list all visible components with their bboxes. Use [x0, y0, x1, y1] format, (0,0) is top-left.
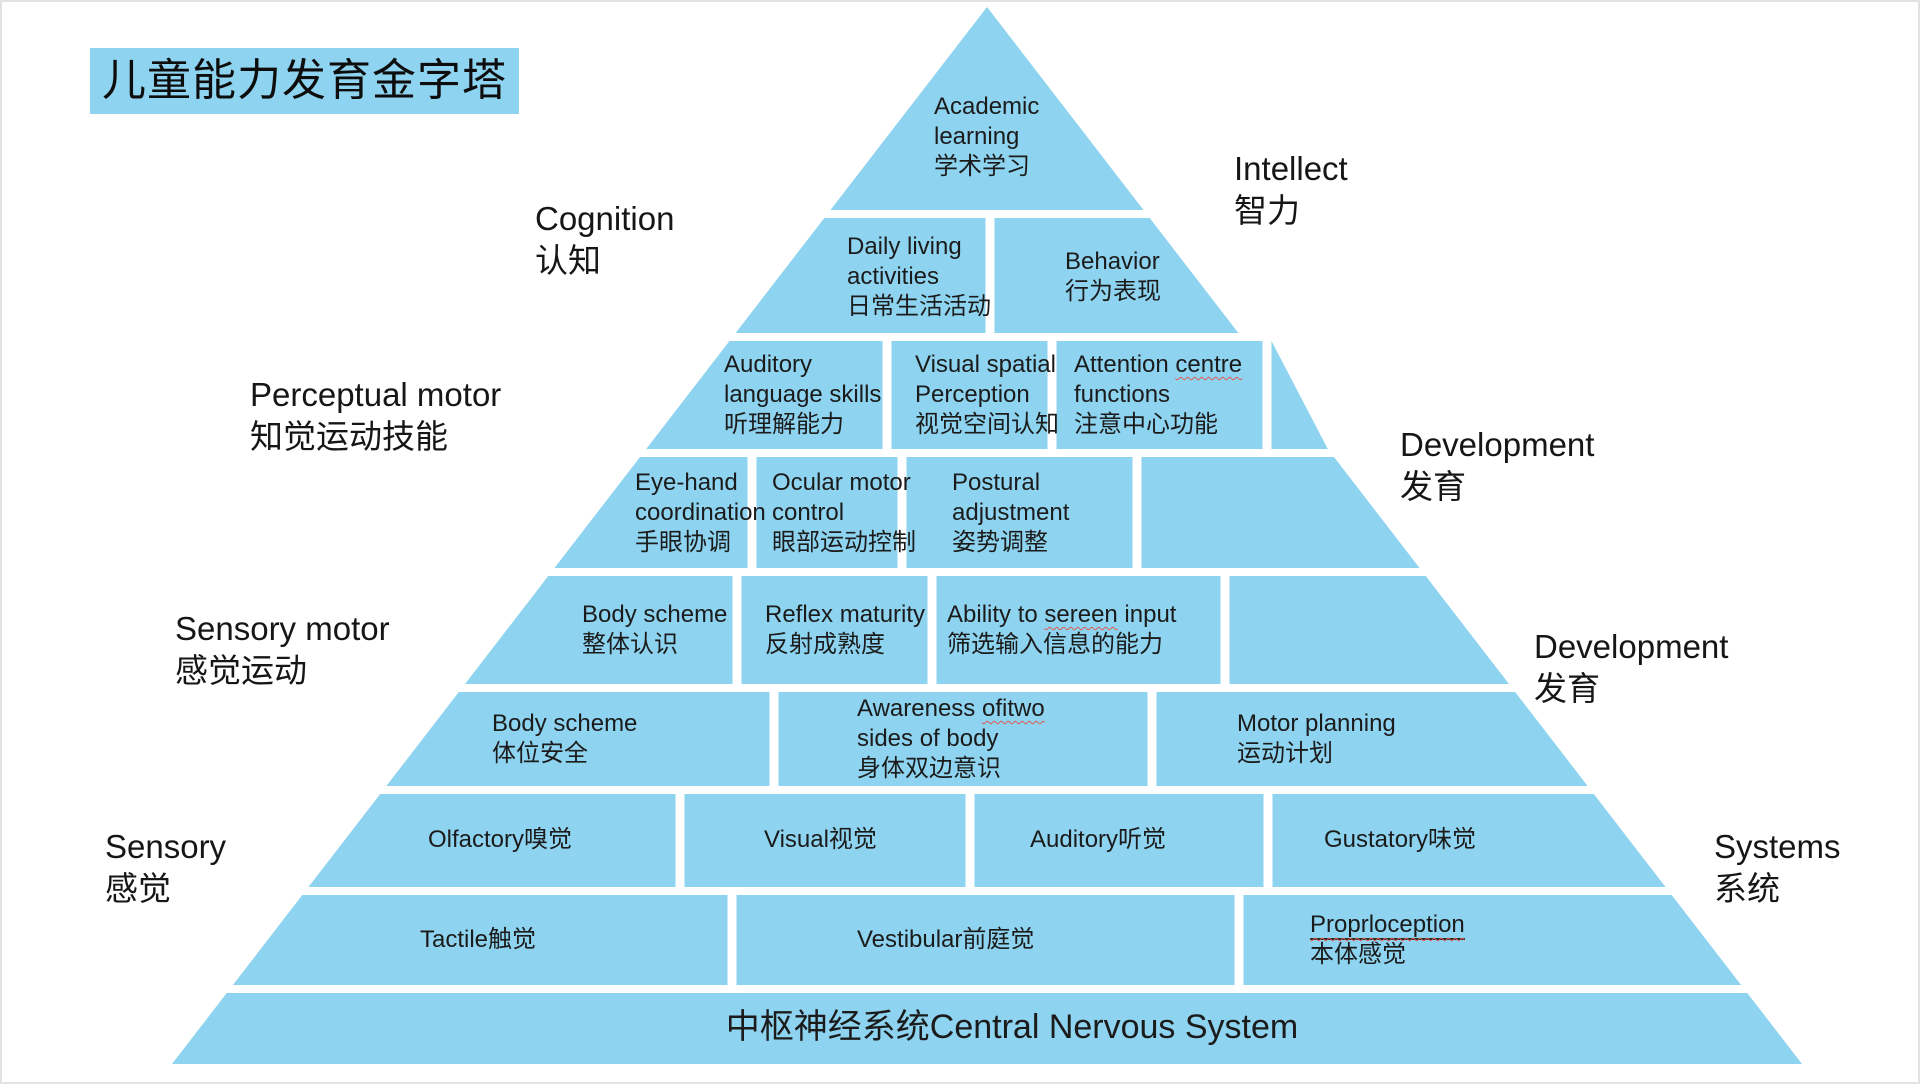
pyramid-cell-gustatory: [1272, 794, 1666, 887]
side-label-systems-zh: 系统: [1714, 870, 1780, 907]
side-label-cognition: Cognition 认知: [535, 198, 674, 282]
pyramid-cell-olfactory: [308, 794, 676, 887]
pyramid-cell-tier-perceptual-lower-sliver: [1141, 457, 1420, 568]
side-label-systems-en: Systems: [1714, 828, 1841, 865]
pyramid-cell-visual: [684, 794, 966, 887]
side-label-sensory-motor-zh: 感觉运动: [175, 652, 307, 689]
pyramid-cell-central-nervous-system: [172, 993, 1802, 1064]
side-label-development-upper-zh: 发育: [1400, 468, 1466, 505]
pyramid-cell-tactile: [232, 895, 728, 985]
side-label-intellect-en: Intellect: [1234, 150, 1348, 187]
pyramid-cell-vestibular: [736, 895, 1235, 985]
page-title: 儿童能力发育金字塔: [90, 48, 519, 114]
side-label-intellect-zh: 智力: [1234, 192, 1300, 229]
pyramid-cell-eye-hand-coordination: [554, 457, 748, 568]
visual-label: Visual视觉: [764, 826, 877, 853]
pyramid-cell-attention-centre-functions: [1056, 341, 1263, 449]
pyramid-cell-ability-to-screen-input: [936, 576, 1221, 684]
pyramid-cell-visual-spatial-perception: [891, 341, 1048, 449]
pyramid-cell-daily-living-activities: [735, 218, 986, 333]
misspelled-word: Proprloception: [1310, 911, 1465, 940]
pyramid-cell-postural-adjustment: [906, 457, 1133, 568]
olfactory-label: Olfactory嗅觉: [428, 826, 573, 853]
side-label-sensory-motor-en: Sensory motor: [175, 610, 390, 647]
pyramid-cell-body-scheme-lower: [386, 692, 770, 786]
tactile-label: Tactile触觉: [420, 926, 537, 953]
side-label-development-upper: Development 发育: [1400, 424, 1594, 508]
pyramid-cell-motor-planning: [1156, 692, 1588, 786]
misspelled-word: ofitwo: [981, 695, 1045, 722]
pyramid-cell-academic-learning: [830, 7, 1144, 210]
side-label-development-upper-en: Development: [1400, 426, 1595, 463]
side-label-development-lower: Development 发育: [1534, 626, 1728, 710]
side-label-development-lower-en: Development: [1534, 628, 1729, 665]
side-label-sensory-zh: 感觉: [105, 870, 171, 907]
pyramid-cell-proprioception: [1243, 895, 1742, 985]
pyramid-cell-behavior: [994, 218, 1239, 333]
side-label-sensory-motor: Sensory motor 感觉运动: [175, 608, 390, 692]
vestibular-label: Vestibular前庭觉: [857, 926, 1035, 953]
misspelled-word: sereen: [1044, 601, 1118, 628]
side-label-development-lower-zh: 发育: [1534, 670, 1600, 707]
pyramid-cell-tier-perceptual-upper-sliver: [1271, 341, 1328, 449]
side-label-sensory: Sensory 感觉: [105, 826, 226, 910]
auditory-label: Auditory听觉: [1030, 826, 1167, 853]
pyramid-cell-tier-sensory-motor-upper-sliver: [1229, 576, 1510, 684]
side-label-cognition-en: Cognition: [535, 200, 675, 237]
pyramid-cell-reflex-maturity: [741, 576, 928, 684]
gustatory-label: Gustatory味觉: [1324, 826, 1477, 853]
pyramid-cell-body-scheme-upper: [464, 576, 733, 684]
side-label-sensory-en: Sensory: [105, 828, 227, 865]
pyramid-cell-auditory: [974, 794, 1264, 887]
central-nervous-system-label: 中枢神经系统Central Nervous System: [725, 1008, 1299, 1046]
misspelled-word: centre: [1175, 351, 1243, 378]
side-label-intellect: Intellect 智力: [1234, 148, 1348, 232]
side-label-perceptual-motor-zh: 知觉运动技能: [250, 418, 448, 455]
side-label-systems: Systems 系统: [1714, 826, 1841, 910]
side-label-perceptual-motor: Perceptual motor 知觉运动技能: [250, 374, 501, 458]
side-label-cognition-zh: 认知: [535, 242, 601, 279]
pyramid-cell-auditory-language-skills: [646, 341, 883, 449]
side-label-perceptual-motor-en: Perceptual motor: [250, 376, 502, 413]
pyramid-cell-ocular-motor-control: [756, 457, 898, 568]
pyramid-cell-awareness-two-sides: [778, 692, 1148, 786]
